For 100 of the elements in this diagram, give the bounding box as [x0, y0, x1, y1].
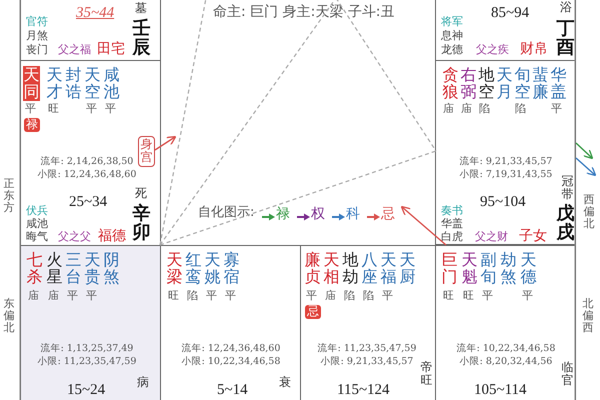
spirit-label: 龙德: [441, 44, 463, 57]
star-name: 天月: [496, 66, 513, 101]
stem-branch-label: 戊戌: [556, 204, 575, 243]
star-name: 华盖: [550, 66, 567, 101]
decade-range: 25~34: [69, 194, 108, 212]
star-name: 右弼: [460, 66, 477, 101]
palace-name: 福德: [98, 228, 126, 244]
brightness-label: 陷: [515, 103, 526, 116]
age-list-text: 流年: 9,21,33,45,57: [460, 157, 552, 168]
star-name: 地空: [478, 66, 495, 101]
age-list-text: 流年: 1,13,25,37,49: [40, 344, 134, 355]
relation-label: 父之福: [58, 44, 91, 57]
spirit-label: 息神: [441, 30, 463, 43]
stem-branch-label: 辛卯: [132, 204, 151, 243]
palace-badge: [138, 136, 155, 167]
spirit-label: 奏书: [441, 205, 463, 218]
age-list-text: 流年: 2,14,26,38,50: [40, 157, 134, 168]
stage-label: 冠带: [561, 175, 574, 201]
arrow: [576, 142, 594, 160]
star-name: 巨门: [441, 251, 458, 286]
age-list-text: 小限: 8,20,32,44,56: [460, 357, 552, 368]
spirit-label: 咸池: [26, 218, 48, 231]
legend-label: 科: [346, 206, 360, 222]
decade-range: 85~94: [491, 5, 530, 22]
decade-range: 95~104: [480, 194, 526, 212]
palace-name: 财帛: [520, 41, 548, 58]
brightness-label: 平: [67, 290, 78, 303]
stem-branch-label: 壬辰: [132, 19, 151, 58]
star-name: 七杀: [26, 251, 43, 286]
arrow: [576, 157, 596, 176]
star-name: 天德: [520, 251, 537, 286]
stage-label: 死: [135, 187, 147, 201]
spirit-label: 丧门: [26, 44, 48, 57]
brightness-label: 陷: [187, 290, 198, 303]
brightness-label: 平: [105, 103, 116, 116]
star-name: 天姚: [204, 251, 221, 286]
star-name: 旬空: [514, 66, 531, 101]
age-list-text: 流年: 11,23,35,47,59: [318, 344, 416, 355]
age-list-text: 流年: 12,24,36,48,60: [182, 344, 280, 355]
star-name: 阴煞: [103, 251, 120, 286]
brightness-label: 旺: [463, 290, 474, 303]
brightness-label: 平: [551, 103, 562, 116]
brightness-label: 庙: [28, 290, 39, 303]
star-name: 红鸾: [185, 251, 202, 286]
brightness-label: 庙: [461, 103, 472, 116]
star-name: 八座: [361, 251, 378, 286]
age-list-text: 流年: 10,22,34,46,58: [456, 344, 556, 355]
brightness-label: 庙: [443, 103, 454, 116]
spirit-label: 官符: [26, 16, 48, 29]
stage-label: 临官: [561, 361, 574, 387]
star-name: 劫煞: [500, 251, 517, 286]
relation-label: 父之父: [58, 231, 91, 244]
stage-label: 衰: [279, 376, 291, 390]
arrow: [154, 136, 176, 151]
brightness-label: 平: [25, 103, 36, 116]
star-name: 贪狼: [442, 66, 459, 101]
star-name: 地劫: [342, 251, 359, 286]
age-list-text: 小限: 7,19,31,43,55: [460, 170, 552, 181]
brightness-label: 陷: [479, 103, 490, 116]
brightness-label: 庙: [48, 290, 59, 303]
arrow: [400, 206, 446, 246]
brightness-label: 平: [206, 290, 217, 303]
star-name: 天贵: [84, 251, 101, 286]
legend-label: 权: [311, 206, 325, 222]
star-name: 天空: [84, 66, 101, 101]
stage-label: 病: [137, 376, 149, 390]
palace-cell: [435, 0, 576, 61]
stage-label: 墓: [135, 2, 147, 16]
spirit-label: 月煞: [26, 30, 48, 43]
star-name: 三台: [65, 251, 82, 286]
star-name: 封诰: [65, 66, 82, 101]
spirit-label: 伏兵: [26, 205, 48, 218]
star-name: 火星: [46, 251, 63, 286]
palace-cell: [435, 60, 576, 245]
relation-label: 父之疾: [476, 44, 509, 57]
age-list-text: 小限: 10,22,34,46,58: [182, 357, 280, 368]
direction-label: 东偏北: [3, 298, 15, 334]
palace-cell: [435, 245, 576, 400]
star-name: 天魁: [461, 251, 478, 286]
spirit-label: 晦气: [26, 231, 48, 244]
decade-range: 35~44: [76, 5, 114, 22]
star-name: 天福: [380, 251, 397, 286]
transform-badge: 禄: [24, 118, 40, 132]
brightness-label: 庙: [325, 290, 336, 303]
star-name: 天才: [46, 66, 63, 101]
relation-label: 父之财: [475, 231, 508, 244]
legend-label: 禄: [276, 206, 290, 222]
brightness-label: 平: [86, 103, 97, 116]
star-name: 天相: [323, 251, 340, 286]
star-name: 天同: [23, 66, 40, 101]
palace-name: 田宅: [97, 41, 125, 58]
stem-branch-label: 丁酉: [556, 19, 575, 58]
star-name: 副旬: [480, 251, 497, 286]
brightness-label: 旺: [48, 103, 59, 116]
brightness-label: 平: [225, 290, 236, 303]
brightness-label: 陷: [363, 290, 374, 303]
transform-badge: 忌: [305, 305, 321, 319]
age-list-text: 小限: 11,23,35,47,59: [38, 357, 136, 368]
stage-label: 浴: [560, 1, 572, 15]
spirit-label: 将军: [441, 16, 463, 29]
